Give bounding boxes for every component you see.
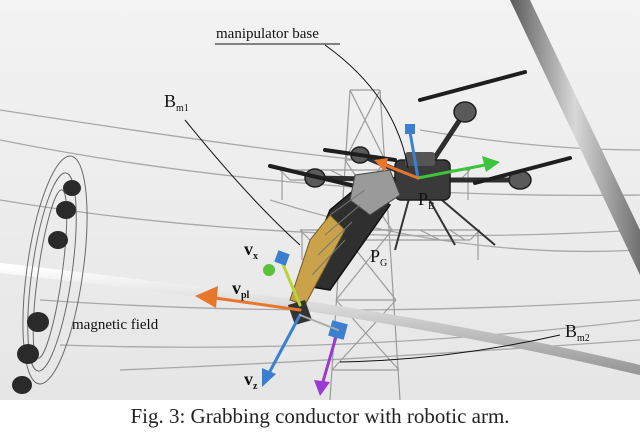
v-pl-label: vpl <box>232 278 250 301</box>
b-m1-label: Bm1 <box>164 91 189 114</box>
magnetic-field-rings <box>22 155 88 385</box>
figure-caption: Fig. 3: Grabbing conductor with robotic … <box>130 404 510 428</box>
v-x-label: vx <box>244 239 258 262</box>
scene-svg <box>0 0 640 400</box>
foreground-pole <box>510 0 640 275</box>
label-leaders <box>184 43 561 363</box>
b-m2-label: Bm2 <box>565 321 590 344</box>
v-z-label: vz <box>244 369 258 392</box>
p-g-label: PG <box>370 246 388 269</box>
drone <box>268 70 572 325</box>
magnetic-field-label: magnetic field <box>72 317 159 333</box>
magnetic-field-markers <box>12 180 81 394</box>
vector-arrows <box>195 124 500 396</box>
simulation-render: manipulator base Bm1 PB PG vx vpl vz mag… <box>0 0 640 400</box>
manipulator-base-label: manipulator base <box>216 26 319 42</box>
p-b-label: PB <box>418 189 435 212</box>
